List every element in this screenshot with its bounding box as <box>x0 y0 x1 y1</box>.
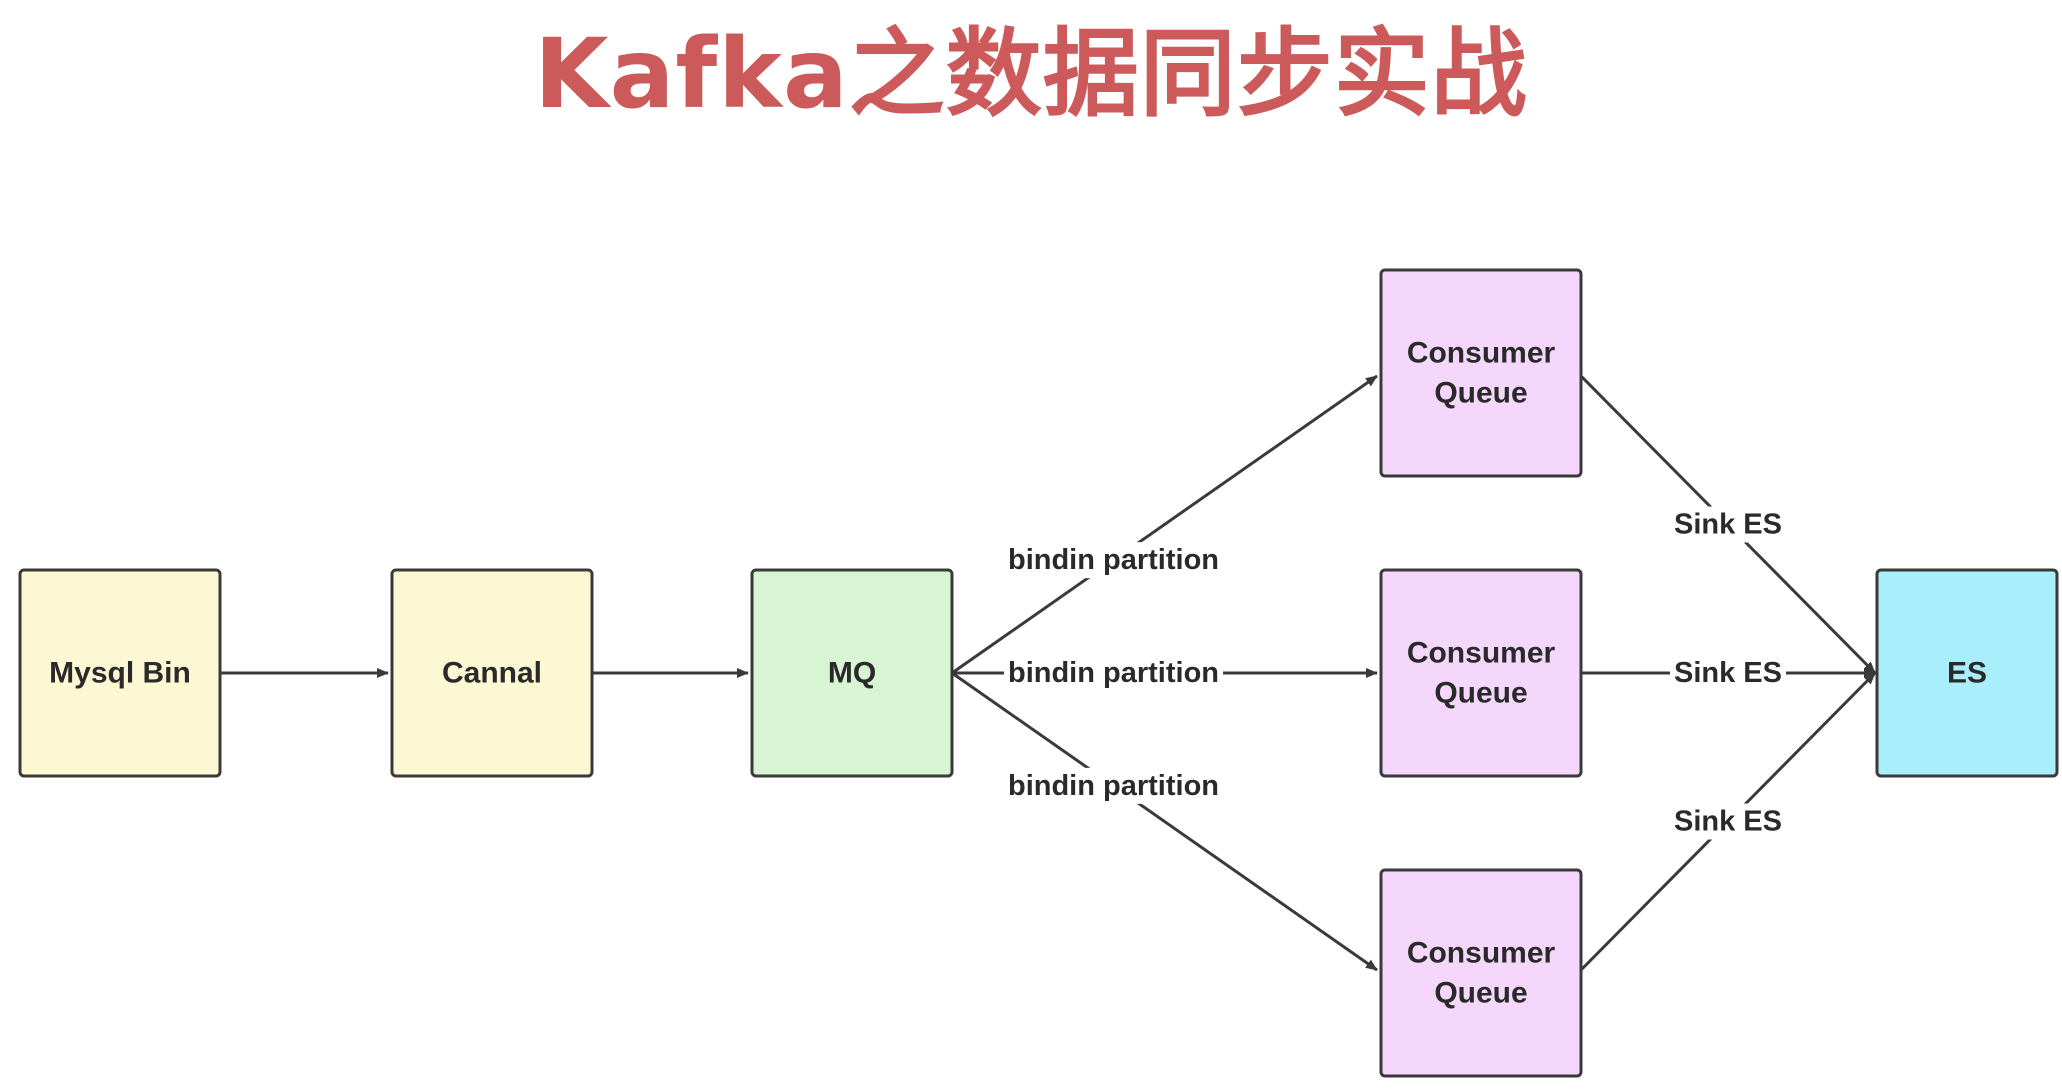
diagram-title: Kafka之数据同步实战 <box>534 18 1528 130</box>
node-box <box>750 568 954 778</box>
node-mysql: Mysql Bin <box>18 568 222 778</box>
edges-layer: bindin partition bindin partition bindin p… <box>220 374 1877 972</box>
node-label: Consumer <box>1407 337 1556 370</box>
edge-cq1-es: Sink ES <box>1579 374 1877 675</box>
node-label: Queue <box>1434 977 1527 1010</box>
edge-label-background <box>1670 506 1786 543</box>
edge-arrow <box>951 671 1378 972</box>
node-label: Consumer <box>1407 637 1556 670</box>
edge-cq2-es: Sink ES <box>1581 655 1876 691</box>
node-label: ES <box>1947 657 1987 690</box>
edge-label: bindin partition <box>1008 544 1219 576</box>
node-cannal: Cannal <box>390 568 594 778</box>
edge-label-background <box>1003 655 1224 691</box>
node-box <box>1379 568 1583 778</box>
node-box <box>18 568 222 778</box>
edge-label: Sink ES <box>1674 806 1782 838</box>
node-mq: MQ <box>750 568 954 778</box>
edge-arrow <box>951 374 1378 675</box>
edge-mq-cq1: bindin partition <box>951 374 1378 675</box>
edge-label: Sink ES <box>1674 509 1782 541</box>
edge-cq3-es: Sink ES <box>1579 671 1877 972</box>
node-es: ES <box>1875 568 2059 778</box>
edge-label-background <box>1003 767 1224 804</box>
node-box <box>1875 568 2059 778</box>
node-label: Cannal <box>442 657 542 690</box>
node-label: MQ <box>828 657 876 690</box>
node-label: Queue <box>1434 377 1527 410</box>
edge-mq-cq2: bindin partition <box>952 655 1378 691</box>
edge-label: Sink ES <box>1674 657 1782 689</box>
edge-label: bindin partition <box>1008 657 1219 689</box>
edge-label: bindin partition <box>1008 770 1219 802</box>
node-label: Mysql Bin <box>49 657 191 690</box>
node-box <box>1379 268 1583 478</box>
edge-label-background <box>1670 803 1786 840</box>
edge-label-background <box>1003 542 1224 579</box>
node-box <box>1379 868 1583 1078</box>
node-label: Queue <box>1434 677 1527 710</box>
node-box <box>390 568 594 778</box>
node-label: Consumer <box>1407 937 1556 970</box>
edge-mq-cq3: bindin partition <box>951 671 1378 972</box>
edge-label-background <box>1670 655 1786 691</box>
